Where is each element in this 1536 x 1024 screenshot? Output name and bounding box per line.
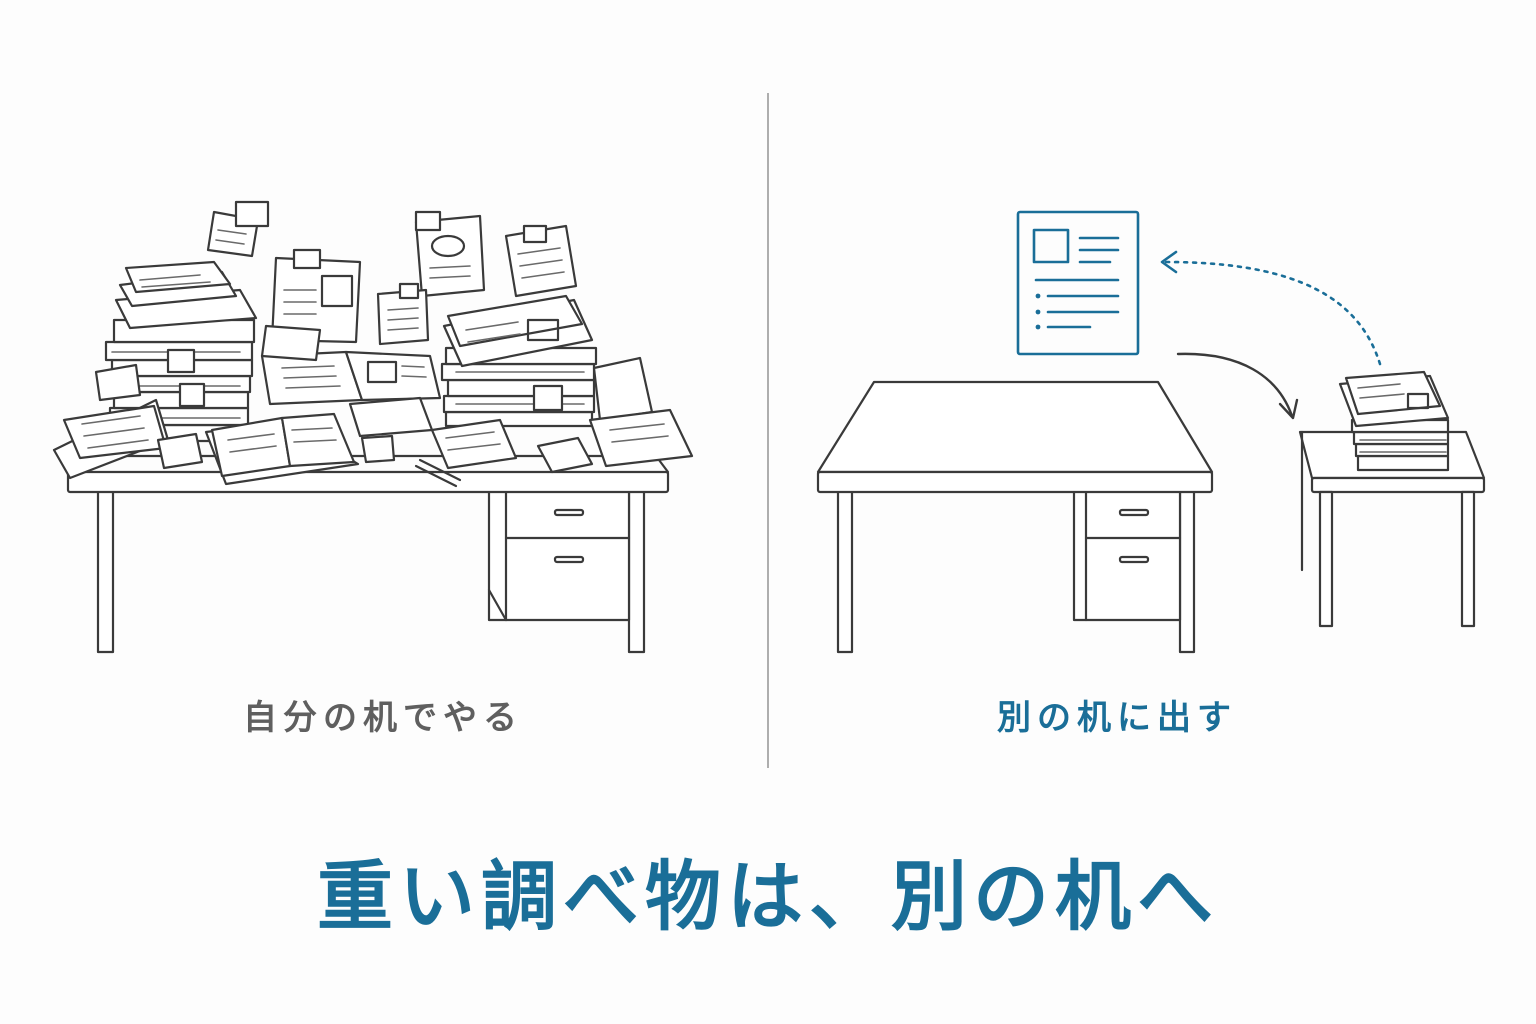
document-icon [1016,210,1140,356]
messy-desk-icon [52,200,694,654]
headline: 重い調べ物は、別の机へ [317,852,1219,941]
left-panel-caption: 自分の机でやる [243,698,523,738]
dotted-return-arrow-icon [1160,250,1382,366]
paper-stack-icon [1338,370,1450,472]
clean-desk-icon [816,380,1214,654]
curved-arrow-icon [1176,352,1299,420]
right-panel-caption: 別の机に出す [997,698,1237,738]
